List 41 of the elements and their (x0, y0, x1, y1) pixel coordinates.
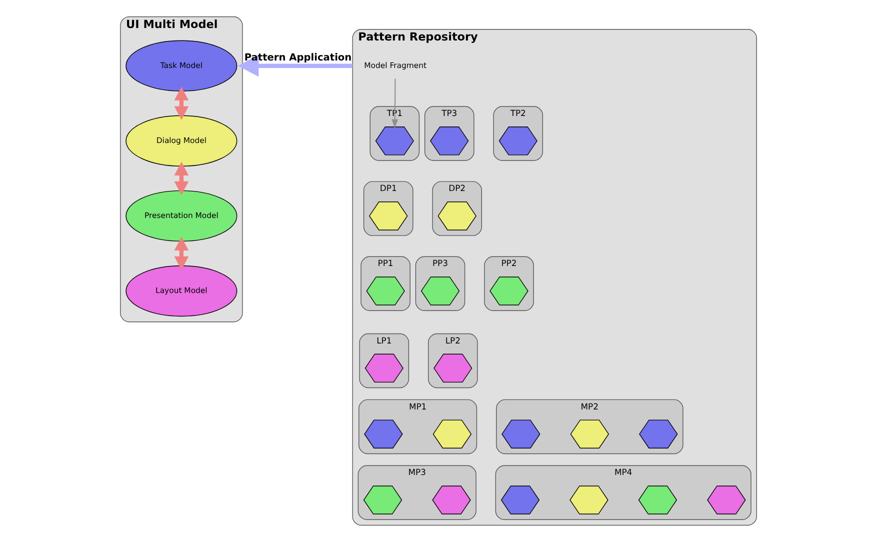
node-hexagon (432, 486, 470, 514)
node-hexagon (364, 354, 403, 383)
node-hexagon (368, 202, 408, 230)
cluster: PP3 (414, 256, 465, 311)
node-hexagon (366, 276, 404, 306)
cluster: TP3 (424, 106, 474, 161)
node-hexagon (420, 276, 460, 306)
arrow (174, 236, 188, 270)
cluster: LP1 (358, 333, 409, 388)
cluster: MP3 (357, 465, 476, 520)
node-hexagon (374, 126, 414, 156)
cluster: TP1 (369, 106, 420, 161)
node-hexagon (569, 486, 608, 514)
node-hexagon (432, 420, 472, 448)
cluster: PP2 (484, 256, 534, 311)
node-hexagon (433, 354, 472, 383)
cluster: PP1 (360, 256, 410, 311)
arrow (174, 162, 188, 195)
node-hexagon (638, 486, 677, 514)
cluster: LP2 (427, 333, 478, 388)
edge-label: Pattern Application (244, 52, 352, 64)
cluster: TP2 (492, 106, 542, 161)
node-hexagon (706, 486, 746, 514)
node-hexagon (489, 276, 528, 306)
node-hexagon (437, 202, 476, 230)
node-hexagon (364, 420, 402, 448)
arrow (391, 78, 398, 128)
cluster: MP1 (358, 399, 477, 454)
node-hexagon (362, 486, 402, 514)
cluster: MP4 (494, 465, 751, 520)
node-hexagon (570, 420, 609, 448)
node-hexagon (430, 126, 468, 156)
node-hexagon (500, 486, 540, 514)
node-hexagon (638, 420, 678, 448)
node-hexagon (501, 420, 540, 448)
arrow (174, 86, 188, 120)
cluster: DP2 (432, 181, 482, 236)
node-hexagon (498, 126, 537, 156)
cluster: DP1 (362, 181, 413, 236)
cluster: MP2 (496, 399, 683, 454)
arrow (237, 55, 352, 77)
